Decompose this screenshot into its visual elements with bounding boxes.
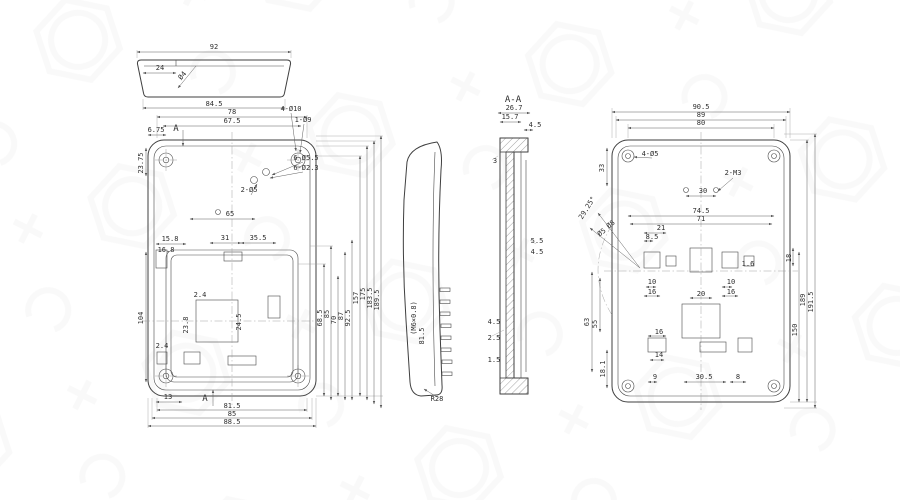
- dim-label: R28: [431, 395, 444, 403]
- dim-label: 30: [699, 187, 707, 195]
- front-view-dimensions: [144, 112, 383, 428]
- dim-label: 6-Ø5.5: [293, 154, 318, 162]
- profile-view: 81.5(M6×0.8) R28: [402, 141, 453, 403]
- front-view-centerlines: [142, 132, 322, 406]
- dim-label: 6.75: [148, 126, 165, 134]
- back-view-centerlines: [597, 132, 798, 410]
- dim-label: 2.4: [194, 291, 207, 299]
- dim-label: 71: [697, 215, 705, 223]
- section-title: A-A: [505, 95, 522, 105]
- dim-label: 80: [697, 119, 705, 127]
- profile-dimensions: [423, 388, 438, 398]
- dim-label: 33: [598, 164, 606, 172]
- dim-label: 70: [330, 316, 338, 324]
- dim-label: 5.5: [531, 237, 544, 245]
- dim-label: 67.5: [224, 117, 241, 125]
- dim-label: 87: [337, 312, 345, 320]
- dim-label: 68.5: [316, 310, 324, 327]
- dim-label: 26.7: [506, 104, 523, 112]
- dim-label: 31: [221, 234, 229, 242]
- dim-label: 85: [323, 310, 331, 318]
- dim-label: 2-Ø5: [241, 186, 258, 194]
- dim-label: 89: [697, 111, 705, 119]
- dim-label: 35.5: [250, 234, 267, 242]
- dim-label: 157: [352, 292, 360, 305]
- dim-label: 189: [799, 294, 807, 307]
- section-dimensions: [491, 111, 537, 337]
- dim-label: 175: [359, 288, 367, 301]
- dim-label: 20: [697, 290, 705, 298]
- dim-label: 78: [228, 108, 236, 116]
- dim-label: 1-Ø9: [295, 116, 312, 124]
- dim-label: 30.5: [696, 373, 713, 381]
- dim-label: 84.5: [206, 100, 223, 108]
- lid-side-dimensions: [136, 50, 292, 110]
- dim-label: 74.5: [693, 207, 710, 215]
- dim-label: 10: [727, 278, 735, 286]
- lid-side-view: 92 24 84.5 Ø4: [136, 43, 292, 110]
- section-outline: [499, 137, 529, 395]
- dim-label: 81.5: [418, 328, 426, 345]
- dim-label: 85: [228, 410, 236, 418]
- dim-label: 183.5: [366, 287, 374, 308]
- dim-label: Ø5: [596, 227, 608, 238]
- dim-label: 92.5: [344, 310, 352, 327]
- dim-label: 24.5: [235, 314, 243, 331]
- dim-label: 1.6: [742, 260, 755, 268]
- dim-label: 63: [583, 318, 591, 326]
- dim-label: 2.5: [488, 334, 501, 342]
- dim-label: 23.8: [182, 317, 190, 334]
- dim-label: 8.5: [646, 233, 659, 241]
- dim-label: 189.5: [373, 289, 381, 310]
- dim-label: 10: [648, 278, 656, 286]
- section-arrow-label: A: [202, 394, 208, 404]
- dim-label: 15.7: [502, 113, 519, 121]
- dim-label: 88.5: [224, 418, 241, 426]
- dim-label: 4.5: [529, 121, 542, 129]
- dim-label: 4-Ø10: [280, 105, 301, 113]
- dim-label: 16: [727, 288, 735, 296]
- dim-label: 55: [591, 320, 599, 328]
- section-arrow-label: A: [173, 124, 179, 134]
- dim-label: 92: [210, 43, 218, 51]
- dim-label: (M6×0.8): [410, 301, 418, 335]
- dim-label: 16.8: [158, 246, 175, 254]
- back-view-dimensions: [589, 108, 817, 409]
- front-view-section-marks: [181, 130, 215, 406]
- dim-label: 2-M3: [725, 169, 742, 177]
- dim-label: 4-Ø5: [642, 150, 659, 158]
- dim-label: 18: [785, 254, 793, 262]
- dim-label: 16: [648, 288, 656, 296]
- dim-label: 8: [736, 373, 740, 381]
- dim-label: 14: [655, 351, 663, 359]
- dim-label: 3: [493, 157, 497, 165]
- dim-label: 4.5: [531, 248, 544, 256]
- section-view: A-A 26.715.7 4.5 3 5.5 4.5 4.5 2.5 1.5: [488, 95, 544, 395]
- dim-label: 15.8: [162, 235, 179, 243]
- dim-label: 18.1: [599, 361, 607, 378]
- lid-side-outline: [136, 59, 292, 98]
- dim-label: 4.5: [488, 318, 501, 326]
- dim-label: 150: [791, 324, 799, 337]
- dim-label: Ø8: [605, 219, 617, 230]
- dim-label: 65: [226, 210, 234, 218]
- dim-label: 104: [137, 312, 145, 325]
- dim-label: 90.5: [693, 103, 710, 111]
- dim-label: Ø4: [177, 70, 189, 82]
- dim-label: 2.4: [156, 342, 169, 350]
- dim-label: 23.75: [137, 152, 145, 173]
- dim-label: 81.5: [224, 402, 241, 410]
- dim-label: 16: [655, 328, 663, 336]
- dim-label: 1.5: [488, 356, 501, 364]
- dim-label: 191.5: [807, 291, 815, 312]
- dim-label: 13: [164, 393, 172, 401]
- dim-label: 24: [156, 64, 164, 72]
- dim-label: 21: [657, 224, 665, 232]
- profile-outline: [402, 141, 453, 397]
- dim-label: 9: [653, 373, 657, 381]
- dim-label: 6-Ø2.3: [293, 164, 318, 172]
- back-view: 90.58980334-Ø52-M33074.571218.5Ø8Ø529.25…: [577, 103, 817, 410]
